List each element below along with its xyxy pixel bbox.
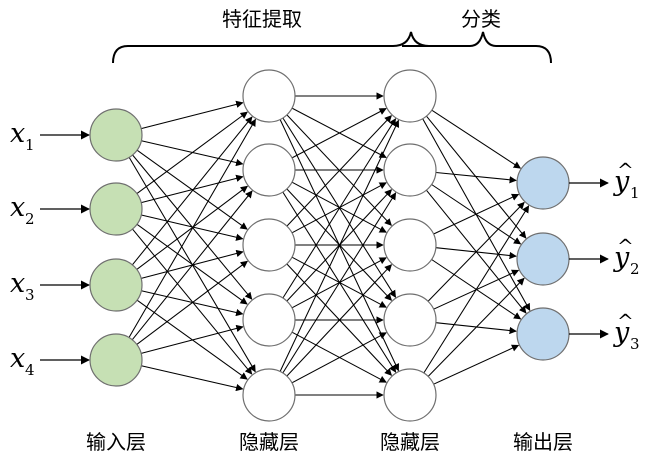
hidden1-node-3 bbox=[242, 218, 296, 272]
edge-l1-4-to-5 bbox=[141, 365, 244, 392]
classification-label: 分类 bbox=[461, 7, 501, 31]
hidden2-node-2 bbox=[383, 143, 437, 197]
network-nodes bbox=[89, 69, 570, 422]
hidden2-node-1 bbox=[383, 69, 437, 123]
edge-l1-2-to-1 bbox=[136, 111, 248, 195]
output-var-y1: y bbox=[613, 166, 630, 197]
input-sub-3: 3 bbox=[25, 286, 35, 304]
layer-label-output: 输出层 bbox=[513, 430, 573, 454]
hidden1-node-1 bbox=[242, 69, 296, 123]
hidden2-node-4 bbox=[383, 293, 437, 347]
edge-l1-4-to-2 bbox=[131, 190, 253, 341]
edge-l1-4-to-4 bbox=[141, 324, 244, 354]
hidden2-node-5 bbox=[383, 368, 437, 422]
hidden2-node-3 bbox=[383, 218, 437, 272]
input-node-2 bbox=[89, 182, 143, 236]
layer-label-hidden-2: 隐藏层 bbox=[380, 430, 440, 454]
edge-l2-3-to-1 bbox=[286, 115, 392, 227]
hidden1-node-2 bbox=[242, 143, 296, 197]
feature-extraction-label: 特征提取 bbox=[222, 7, 302, 31]
hidden1-node-5 bbox=[242, 368, 296, 422]
classification-brace bbox=[411, 31, 552, 64]
edge-l3-5-to-2 bbox=[427, 277, 525, 377]
input-var-x1: x bbox=[10, 118, 25, 149]
input-sub-2: 2 bbox=[25, 210, 35, 228]
edge-l3-5-to-1 bbox=[423, 205, 530, 374]
edge-l1-3-to-1 bbox=[131, 116, 253, 266]
output-sub-3: 3 bbox=[630, 335, 640, 353]
edge-l1-4-to-3 bbox=[136, 260, 248, 345]
edge-l3-1-to-2 bbox=[425, 115, 527, 239]
edge-l3-5-to-3 bbox=[433, 344, 520, 385]
edge-l2-4-to-1 bbox=[282, 118, 397, 299]
edge-l1-2-to-5 bbox=[132, 228, 253, 375]
edge-l2-5-to-2 bbox=[282, 192, 397, 374]
output-node-1 bbox=[516, 156, 570, 210]
edge-l3-3-to-1 bbox=[433, 193, 520, 235]
output-hat-3: ^ bbox=[617, 309, 634, 333]
edge-l2-5-to-4 bbox=[291, 332, 387, 384]
input-var-x4: x bbox=[10, 343, 25, 374]
output-hat-1: ^ bbox=[617, 158, 634, 182]
connection-edges bbox=[128, 92, 531, 399]
input-node-3 bbox=[89, 258, 143, 312]
edge-l2-5-to-3 bbox=[286, 264, 393, 377]
edge-l1-2-to-2 bbox=[141, 174, 244, 204]
edge-l2-2-to-1 bbox=[291, 108, 387, 159]
input-node-1 bbox=[89, 108, 143, 162]
edge-l3-1-to-1 bbox=[431, 109, 522, 169]
layer-label-input: 输入层 bbox=[86, 430, 146, 454]
edge-l1-4-to-1 bbox=[128, 118, 256, 338]
edge-l3-2-to-1 bbox=[435, 171, 517, 184]
edge-l1-1-to-1 bbox=[141, 100, 244, 130]
input-sub-1: 1 bbox=[25, 136, 35, 154]
output-node-2 bbox=[516, 232, 570, 286]
input-node-4 bbox=[89, 333, 143, 387]
output-node-3 bbox=[516, 307, 570, 361]
hidden1-node-4 bbox=[242, 293, 296, 347]
input-var-x2: x bbox=[10, 192, 25, 223]
edge-l1-2-to-3 bbox=[141, 214, 244, 241]
output-sub-1: 1 bbox=[630, 184, 640, 202]
layer-label-hidden-1: 隐藏层 bbox=[239, 430, 299, 454]
edge-l2-5-to-1 bbox=[279, 119, 400, 372]
input-var-x3: x bbox=[10, 268, 25, 299]
edge-l3-4-to-1 bbox=[427, 201, 525, 302]
output-var-y2: y bbox=[613, 242, 630, 273]
feature-extraction-brace bbox=[112, 31, 430, 64]
edge-l1-2-to-4 bbox=[136, 223, 248, 305]
input-sub-4: 4 bbox=[25, 361, 35, 379]
output-var-y3: y bbox=[613, 317, 630, 348]
output-sub-2: 2 bbox=[630, 260, 640, 278]
output-hat-2: ^ bbox=[617, 234, 634, 258]
